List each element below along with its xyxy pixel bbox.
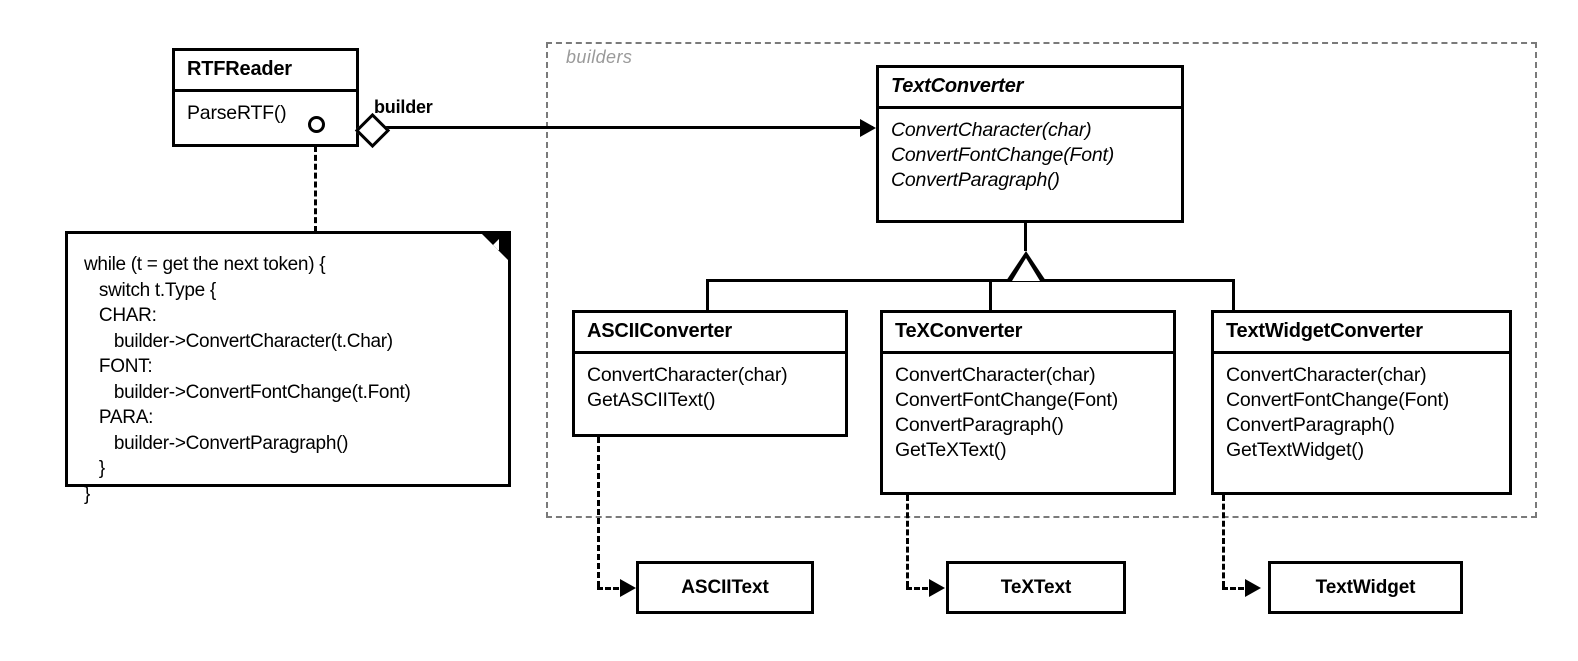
class-divider (879, 106, 1181, 109)
class-divider (175, 89, 356, 92)
class-divider (575, 351, 845, 354)
parsertf-anchor-icon (308, 116, 325, 133)
dependency-arrowhead-textext (929, 579, 945, 597)
code-note: while (t = get the next token) { switch … (65, 231, 511, 505)
product-box-textwidget[interactable]: TextWidget (1268, 561, 1463, 614)
class-name-textwidgetconverter: TextWidgetConverter (1226, 320, 1423, 342)
edge-label-builder: builder (374, 97, 433, 117)
dependency-dashed-textext (906, 495, 909, 587)
class-operations-rtfreader: ParseRTF() (175, 92, 356, 136)
operation-convertparagraph: ConvertParagraph() (895, 414, 1064, 436)
note-link-dashed (314, 146, 317, 232)
product-box-textext[interactable]: TeXText (946, 561, 1126, 614)
class-box-texconverter[interactable]: TeXConverter ConvertCharacter(char) Conv… (880, 310, 1176, 495)
product-label-textext: TeXText (1000, 576, 1072, 598)
class-name-asciiconverter: ASCIIConverter (587, 320, 733, 342)
generalization-branch-texconverter (989, 279, 992, 312)
class-name-textconverter: TextConverter (891, 75, 1024, 97)
dependency-arrowhead-asciitext (620, 579, 636, 597)
operation-convertcharacter: ConvertCharacter(char) (891, 119, 1092, 141)
note-code-text: while (t = get the next token) { switch … (84, 254, 411, 505)
dependency-arrowhead-textwidget (1245, 579, 1261, 597)
class-box-textconverter[interactable]: TextConverter ConvertCharacter(char) Con… (876, 65, 1184, 223)
operation-convertcharacter: ConvertCharacter(char) (587, 364, 788, 386)
class-operations-asciiconverter: ConvertCharacter(char) GetASCIIText() (575, 354, 845, 423)
dependency-dashed-textext-h (906, 587, 936, 590)
operation-gettextwidget: GetTextWidget() (1226, 439, 1364, 461)
operation-convertparagraph: ConvertParagraph() (891, 169, 1060, 191)
generalization-branch-asciiconverter (706, 279, 709, 312)
class-divider (1214, 351, 1509, 354)
generalization-branch-textwidgetconverter (1232, 279, 1235, 312)
class-operations-textconverter: ConvertCharacter(char) ConvertFontChange… (879, 109, 1181, 203)
aggregation-diamond-builder (354, 112, 391, 149)
operation-convertcharacter: ConvertCharacter(char) (895, 364, 1096, 386)
product-label-textwidget: TextWidget (1315, 576, 1416, 598)
dependency-dashed-asciitext-h (597, 587, 627, 590)
class-box-textwidgetconverter[interactable]: TextWidgetConverter ConvertCharacter(cha… (1211, 310, 1512, 495)
package-label: builders (566, 47, 633, 67)
operation-parsertf: ParseRTF() (187, 102, 287, 124)
association-line-builder (385, 126, 873, 129)
generalization-crossbar (706, 279, 1235, 282)
operation-getasciitext: GetASCIIText() (587, 389, 716, 411)
association-arrowhead-builder (860, 119, 876, 137)
class-divider (883, 351, 1173, 354)
operation-convertfontchange: ConvertFontChange(Font) (895, 389, 1119, 411)
class-operations-texconverter: ConvertCharacter(char) ConvertFontChange… (883, 354, 1173, 473)
class-operations-textwidgetconverter: ConvertCharacter(char) ConvertFontChange… (1214, 354, 1509, 473)
class-name-rtfreader: RTFReader (187, 58, 292, 80)
class-box-rtfreader[interactable]: RTFReader ParseRTF() (172, 48, 359, 147)
operation-convertparagraph: ConvertParagraph() (1226, 414, 1395, 436)
product-box-asciitext[interactable]: ASCIIText (636, 561, 814, 614)
operation-convertcharacter: ConvertCharacter(char) (1226, 364, 1427, 386)
class-name-texconverter: TeXConverter (895, 320, 1023, 342)
dependency-dashed-textwidget-h (1222, 587, 1252, 590)
operation-convertfontchange: ConvertFontChange(Font) (1226, 389, 1450, 411)
operation-convertfontchange: ConvertFontChange(Font) (891, 144, 1115, 166)
class-box-asciiconverter[interactable]: ASCIIConverter ConvertCharacter(char) Ge… (572, 310, 848, 437)
dependency-dashed-asciitext (597, 437, 600, 587)
operation-gettextext: GetTeXText() (895, 439, 1007, 461)
package-frame-builders (546, 42, 1537, 518)
product-label-asciitext: ASCIIText (681, 576, 769, 598)
generalization-triangle-icon (1006, 251, 1046, 281)
dependency-dashed-textwidget (1222, 495, 1225, 587)
generalization-stem (1024, 223, 1027, 251)
